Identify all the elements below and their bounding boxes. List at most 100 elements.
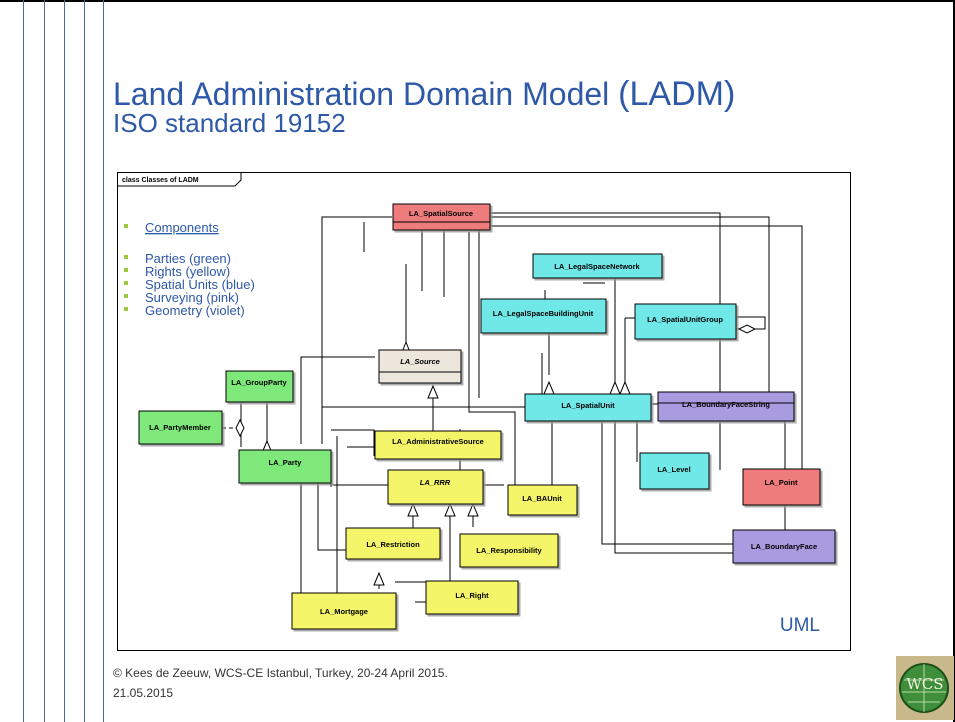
class-la-responsibility[interactable]: LA_Responsibility — [459, 533, 559, 568]
aggregation-diamond — [737, 324, 757, 334]
class-name: LA_Point — [765, 478, 798, 487]
class-box — [392, 203, 491, 231]
class-name: LA_SpatialUnit — [561, 401, 615, 410]
footer-date: 21.05.2015 — [113, 686, 174, 700]
class-name: LA_BoundaryFace — [751, 542, 817, 551]
class-box — [742, 468, 821, 506]
class-name: LA_PartyMember — [149, 423, 211, 432]
slide-title-acronym: (LADM) — [618, 75, 736, 113]
class-box — [374, 430, 502, 460]
class-name: LA_GroupParty — [231, 378, 287, 387]
aggregation-diamond — [235, 418, 245, 438]
legend-item-surveying: Surveying (pink) — [145, 290, 239, 305]
class-name: LA_SpatialSource — [409, 209, 473, 218]
class-la-legalspacebuildingunit[interactable]: LA_LegalSpaceBuildingUnit — [480, 298, 607, 334]
class-la-partymember[interactable]: LA_PartyMember — [138, 410, 223, 445]
class-box — [425, 580, 519, 615]
connector — [363, 222, 423, 291]
class-la-rrr[interactable]: LA_RRR — [387, 469, 484, 505]
class-box — [138, 410, 223, 445]
class-la-spatialunitgroup[interactable]: LA_SpatialUnitGroup — [634, 303, 737, 340]
ladm-class-diagram: class Classes of LADM Components Parties… — [117, 172, 851, 651]
class-name: LA_RRR — [420, 478, 451, 487]
class-la-spatialunit[interactable]: LA_SpatialUnit — [524, 393, 652, 422]
slide-rule-5 — [103, 0, 104, 722]
class-name: LA_Level — [657, 465, 690, 474]
diagram-frame-tab — [117, 172, 242, 187]
class-la-administrativesource[interactable]: LA_AdministrativeSource — [374, 430, 502, 460]
class-la-party[interactable]: LA_Party — [238, 449, 332, 484]
class-name: LA_Restriction — [366, 540, 420, 549]
class-name: LA_LegalSpaceNetwork — [554, 262, 640, 271]
diagram-frame-label: class Classes of LADM — [122, 177, 199, 184]
class-box — [291, 592, 397, 630]
class-la-level[interactable]: LA_Level — [639, 452, 710, 490]
class-name: LA_Responsibility — [476, 546, 542, 555]
generalization-arrow — [407, 502, 419, 517]
class-box — [639, 452, 710, 490]
class-la-restriction[interactable]: LA_Restriction — [345, 527, 441, 560]
uml-label: UML — [780, 615, 820, 636]
connector — [468, 232, 516, 488]
legend-item-parties: Parties (green) — [145, 251, 231, 266]
generalization-arrow — [427, 384, 439, 399]
legend-bullet — [124, 307, 128, 311]
class-box — [532, 253, 663, 279]
class-la-groupparty[interactable]: LA_GroupParty — [225, 370, 294, 403]
class-la-right[interactable]: LA_Right — [425, 580, 519, 615]
legend-bullet — [124, 281, 128, 285]
slide-title-main: Land Administration Domain Model — [113, 76, 610, 112]
class-box — [732, 529, 836, 564]
class-box — [459, 533, 559, 568]
legend-item-spatial-units: Spatial Units (blue) — [145, 277, 255, 292]
class-box — [507, 484, 578, 516]
class-la-point[interactable]: LA_Point — [742, 468, 821, 506]
legend-bullet — [124, 294, 128, 298]
class-box — [378, 349, 462, 384]
slide-title: Land Administration Domain Model (LADM) — [113, 76, 735, 112]
class-box — [657, 391, 795, 422]
connector — [467, 216, 770, 392]
class-la-source[interactable]: LA_Source — [378, 349, 462, 384]
class-name: LA_SpatialUnitGroup — [647, 315, 723, 324]
class-la-mortgage[interactable]: LA_Mortgage — [291, 592, 397, 630]
legend-bullet — [124, 255, 128, 259]
class-name: LA_Source — [400, 357, 440, 366]
connector — [331, 429, 375, 456]
slide-rule-3 — [64, 0, 65, 722]
components-legend: Components Parties (green) Rights (yello… — [124, 220, 255, 318]
class-box — [524, 393, 652, 422]
connector — [601, 421, 734, 545]
class-box — [225, 370, 294, 403]
class-box — [345, 527, 441, 560]
class-name: LA_Right — [455, 591, 489, 600]
wcs-logo: WCS — [896, 656, 954, 720]
generalization-arrow — [373, 571, 385, 586]
legend-heading[interactable]: Components — [145, 220, 219, 235]
slide-rule-4 — [84, 0, 85, 722]
connector — [467, 212, 721, 470]
class-box — [480, 298, 607, 334]
class-box — [634, 303, 737, 340]
connector — [467, 225, 803, 471]
class-box — [238, 449, 332, 484]
connector — [321, 216, 392, 444]
slide-rule-1 — [23, 0, 24, 722]
class-la-legalspacenetwork[interactable]: LA_LegalSpaceNetwork — [532, 253, 663, 279]
class-name: LA_BoundaryFaceString — [682, 400, 770, 409]
logo-text: WCS — [906, 675, 943, 693]
class-la-boundaryfacestring[interactable]: LA_BoundaryFaceString — [657, 391, 795, 422]
class-name: LA_Party — [269, 458, 303, 467]
logo-globe-grid — [902, 664, 946, 712]
generalization-arrow — [444, 502, 456, 517]
legend-bullet — [124, 268, 128, 272]
legend-item-geometry: Geometry (violet) — [145, 303, 245, 318]
slide-subtitle: ISO standard 19152 — [113, 108, 346, 138]
connector — [614, 421, 733, 554]
class-la-baunit[interactable]: LA_BAUnit — [507, 484, 578, 516]
class-name: LA_BAUnit — [522, 494, 562, 503]
legend-bullet — [124, 224, 128, 228]
class-la-boundaryface[interactable]: LA_BoundaryFace — [732, 529, 836, 564]
class-la-spatialsource[interactable]: LA_SpatialSource — [392, 203, 491, 231]
